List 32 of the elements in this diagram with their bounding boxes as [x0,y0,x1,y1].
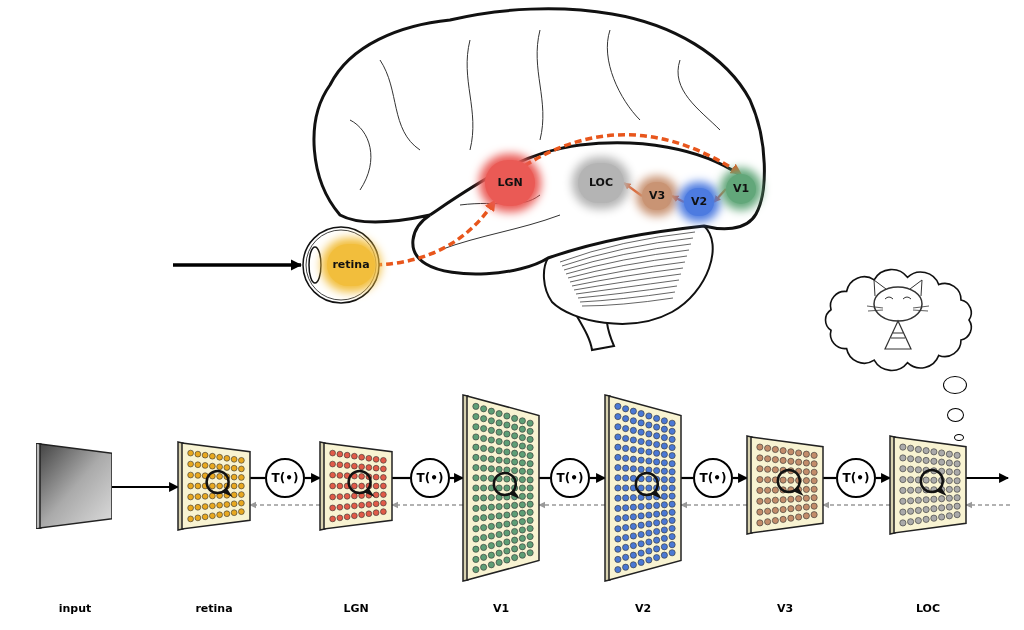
layer-label: V3 [776,601,794,617]
arrow [450,473,464,483]
arrow [524,133,742,176]
transform-node: T(•) [693,458,733,498]
neuron-layer-grid [178,442,250,530]
layer-label: LOC [916,601,940,617]
arrow [966,473,1009,483]
arrow [305,473,321,483]
neuron-layer-grid [890,436,966,534]
arrow [713,188,727,203]
arrow [623,182,643,197]
neuron-layer-grid [320,442,392,530]
arrow [112,482,179,492]
layer-label: retina [195,601,233,617]
transform-node: T(•) [410,458,450,498]
arrow [173,259,303,271]
transform-node: T(•) [550,458,590,498]
arrow [733,473,748,483]
layer-label: input [58,601,92,617]
layer-label: V1 [492,601,510,617]
neuron-layer-grid [747,436,823,534]
neuron-layer-grid [463,395,539,581]
neuron-layer-grid [605,395,681,581]
arrow [590,473,606,483]
layer-label: LGN [343,601,369,617]
transform-node: T(•) [265,458,305,498]
arrow [876,473,891,483]
photo-placeholder [36,443,112,529]
arrow [671,195,685,203]
layer-label: V2 [634,601,652,617]
transform-node: T(•) [836,458,876,498]
eye-drawing [301,225,381,305]
